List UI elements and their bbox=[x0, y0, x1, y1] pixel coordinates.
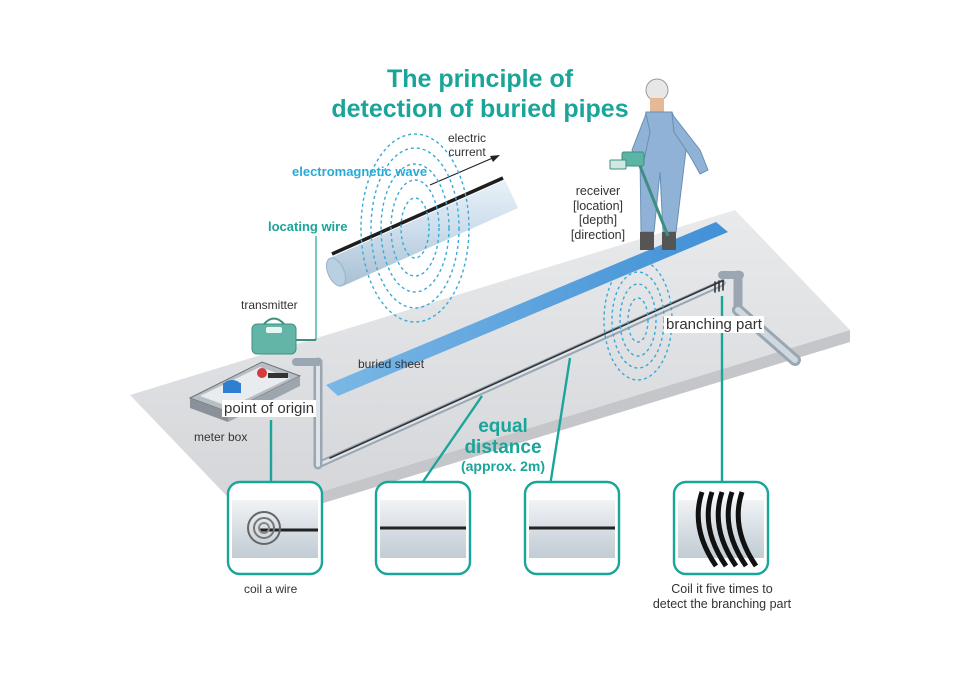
buried-sheet bbox=[326, 222, 728, 396]
detail-panel-straight-1 bbox=[374, 480, 472, 576]
branching-part-label: branching part bbox=[664, 316, 764, 333]
title-line-2: detection of buried pipes bbox=[331, 95, 629, 123]
buried-sheet-label: buried sheet bbox=[358, 357, 425, 371]
coil-five-times-caption: Coil it five times to detect the branchi… bbox=[652, 582, 792, 611]
locating-wire-label: locating wire bbox=[268, 219, 348, 234]
receiver-label: receiver [location] [depth] [direction] bbox=[570, 184, 626, 242]
equal-distance-label: equal distance (approx. 2m) bbox=[460, 416, 545, 474]
electric-current-arrow bbox=[429, 155, 500, 186]
illustration-pipe bbox=[325, 176, 518, 287]
transmitter-device bbox=[251, 236, 317, 355]
electromagnetic-wave-rings bbox=[360, 133, 470, 323]
electric-current-label: electric current bbox=[448, 131, 487, 159]
page-title: The principle of detection of buried pip… bbox=[300, 64, 660, 124]
detail-panel-coil bbox=[226, 480, 324, 576]
ground-slab bbox=[130, 210, 850, 527]
meter-box-label: meter box bbox=[194, 430, 248, 444]
detail-panel-five-coil bbox=[672, 480, 770, 576]
meter-box bbox=[188, 361, 302, 422]
branching-coil-small bbox=[714, 279, 724, 293]
electromagnetic-wave-label: electromagnetic wave bbox=[292, 164, 428, 179]
transmitter-label: transmitter bbox=[241, 298, 298, 312]
coil-a-wire-caption: coil a wire bbox=[244, 582, 298, 596]
worker-figure bbox=[609, 78, 709, 250]
point-of-origin-label: point of origin bbox=[222, 400, 317, 417]
title-line-1: The principle of bbox=[386, 65, 574, 93]
detail-panel-straight-2 bbox=[523, 480, 621, 576]
